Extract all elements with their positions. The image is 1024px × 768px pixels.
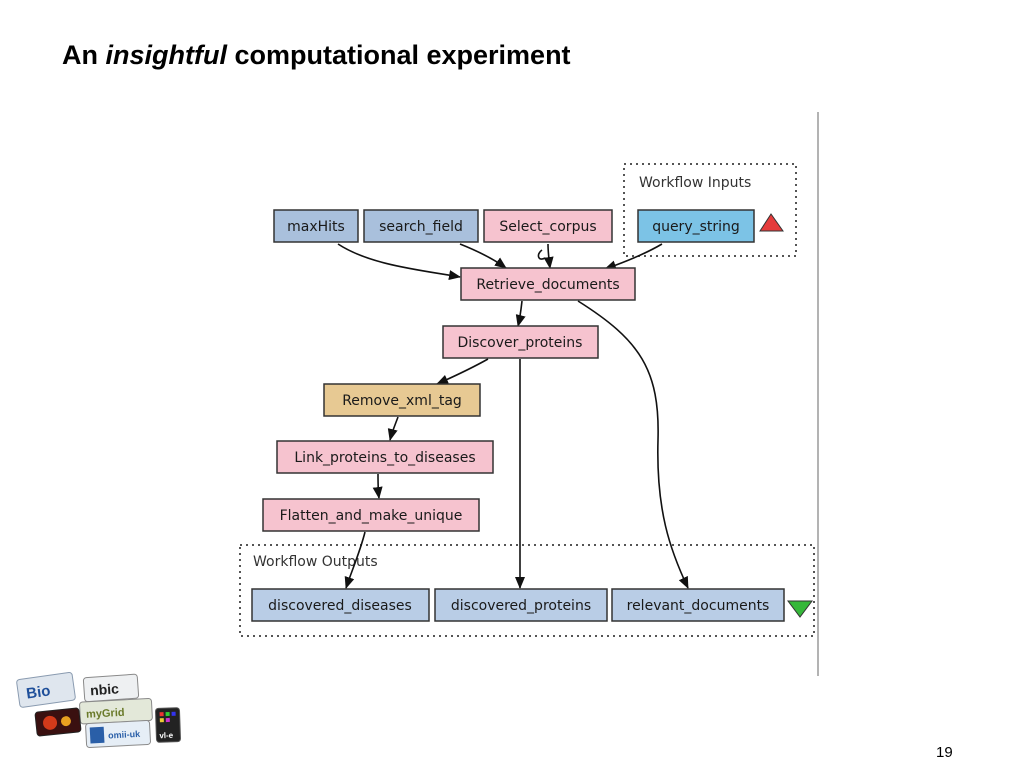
node-discovered-diseases[interactable]: discovered_diseases [251, 588, 430, 622]
node-link-proteins-to-diseases[interactable]: Link_proteins_to_diseases [276, 440, 494, 474]
node-query-string-label: query_string [652, 219, 740, 235]
node-query-string[interactable]: query_string [637, 209, 755, 243]
node-search-field-label: search_field [379, 219, 463, 235]
edge-retrieve-relevant [577, 300, 689, 589]
node-flatten-and-make-unique[interactable]: Flatten_and_make_unique [262, 498, 480, 532]
node-maxhits[interactable]: maxHits [273, 209, 359, 243]
workflow-outputs-box [239, 544, 815, 637]
workflow-outputs-label: Workflow Outputs [253, 554, 378, 570]
node-remove-xml-tag-label: Remove_xml_tag [342, 393, 462, 409]
node-retrieve-documents[interactable]: Retrieve_documents [460, 267, 636, 301]
edge-removexml-link [387, 416, 399, 441]
node-discover-proteins-label: Discover_proteins [458, 335, 583, 351]
edge-querystring-retrieve [604, 243, 663, 271]
nbic-logo-text: nbic [90, 680, 120, 698]
bio-logo: Bio [16, 671, 76, 708]
node-relevant-documents-label: relevant_documents [627, 598, 770, 614]
partner-logos: Bio nbic myGrid omii-uk vl-e [16, 671, 181, 749]
title-pre: An [62, 40, 106, 70]
node-select-corpus[interactable]: Select_corpus [483, 209, 613, 243]
edge-searchfield-retrieve [459, 243, 507, 269]
node-discovered-diseases-label: discovered_diseases [268, 598, 412, 614]
outputs-collapse-triangle-icon[interactable] [787, 600, 813, 618]
vle-logo: vl-e [155, 707, 181, 743]
grid-logo: myGrid [79, 697, 153, 725]
edge-link-flatten [372, 473, 383, 499]
node-discovered-proteins[interactable]: discovered_proteins [434, 588, 608, 622]
workflow-inputs-label: Workflow Inputs [639, 175, 751, 191]
edge-discover-removexml [436, 358, 489, 385]
node-flatten-and-make-unique-label: Flatten_and_make_unique [280, 508, 463, 524]
page-number: 19 [936, 744, 953, 761]
edge-retrieve-discover [515, 300, 526, 327]
nbic-logo: nbic [82, 673, 140, 703]
node-remove-xml-tag[interactable]: Remove_xml_tag [323, 383, 481, 417]
node-discovered-proteins-label: discovered_proteins [451, 598, 591, 614]
edge-maxhits-retrieve [337, 243, 461, 281]
node-link-proteins-to-diseases-label: Link_proteins_to_diseases [294, 450, 475, 466]
edge-flatten-diseases [344, 531, 366, 589]
node-relevant-documents[interactable]: relevant_documents [611, 588, 785, 622]
node-retrieve-documents-label: Retrieve_documents [476, 277, 619, 293]
inputs-collapse-triangle-icon[interactable] [759, 213, 784, 232]
grid-logo-text: myGrid [86, 707, 125, 721]
vle-logo-text: vl-e [159, 731, 174, 740]
edge-curl [537, 249, 546, 260]
node-select-corpus-label: Select_corpus [499, 219, 596, 235]
bio-logo-text: Bio [25, 682, 51, 702]
title-italic: insightful [105, 40, 227, 70]
slide-title: An insightful computational experiment [62, 40, 571, 71]
omii-logo-text: omii-uk [108, 729, 141, 741]
node-maxhits-label: maxHits [287, 219, 345, 235]
omii-logo: omii-uk [85, 719, 151, 749]
node-search-field[interactable]: search_field [363, 209, 479, 243]
node-discover-proteins[interactable]: Discover_proteins [442, 325, 599, 359]
title-post: computational experiment [226, 40, 571, 70]
red-logo [34, 707, 82, 737]
edge-selectcorpus-retrieve [543, 243, 554, 269]
workflow-inputs-box [623, 163, 797, 257]
